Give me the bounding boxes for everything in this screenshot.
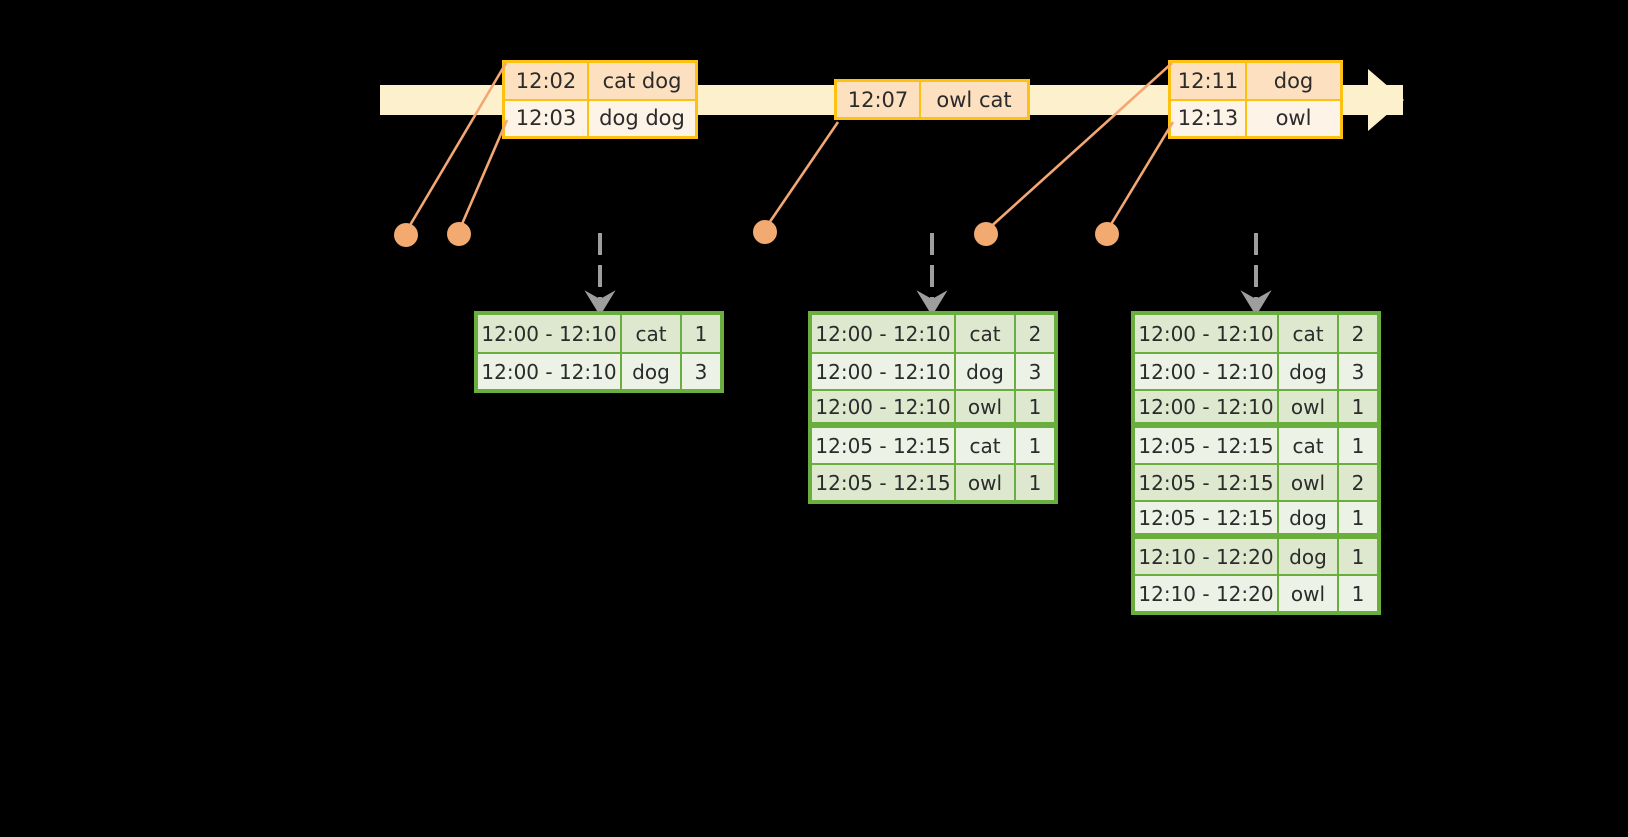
result-table-2: 12:00 - 12:10 cat 2 12:00 - 12:10 dog 3 … (808, 311, 1058, 504)
connector-line (457, 119, 509, 232)
cell-key: owl (956, 465, 1016, 500)
cell-count: 1 (1339, 539, 1377, 574)
event-row: 12:13 owl (1171, 98, 1340, 136)
connector-line (1105, 121, 1175, 232)
result-table-1: 12:00 - 12:10 cat 1 12:00 - 12:10 dog 3 (474, 311, 724, 393)
cell-count: 3 (682, 354, 720, 389)
event-words: owl (1247, 100, 1340, 136)
cell-count: 1 (1339, 428, 1377, 463)
event-box-1: 12:02 cat dog 12:03 dog dog (502, 60, 698, 139)
event-box-3: 12:11 dog 12:13 owl (1168, 60, 1343, 139)
cell-key: owl (1279, 391, 1339, 422)
table-row: 12:05 - 12:15 owl 1 (812, 463, 1054, 500)
cell-key: cat (1279, 428, 1339, 463)
cell-window: 12:00 - 12:10 (812, 391, 956, 422)
event-row: 12:03 dog dog (505, 98, 695, 136)
event-dot (447, 222, 471, 246)
table-row: 12:00 - 12:10 cat 1 (478, 315, 720, 352)
cell-key: owl (956, 391, 1016, 422)
table-row: 12:00 - 12:10 owl 1 (812, 389, 1054, 426)
event-words: dog (1247, 63, 1340, 99)
cell-window: 12:00 - 12:10 (478, 354, 622, 389)
event-box-2: 12:07 owl cat (834, 79, 1030, 120)
event-dot (1095, 222, 1119, 246)
table-row: 12:00 - 12:10 dog 3 (812, 352, 1054, 389)
cell-key: dog (1279, 502, 1339, 533)
cell-count: 2 (1339, 465, 1377, 500)
table-row: 12:10 - 12:20 owl 1 (1135, 574, 1377, 611)
event-time: 12:03 (505, 100, 589, 136)
cell-key: owl (1279, 576, 1339, 611)
table-row: 12:05 - 12:15 cat 1 (812, 426, 1054, 463)
cell-window: 12:05 - 12:15 (1135, 465, 1279, 500)
event-time: 12:13 (1171, 100, 1247, 136)
cell-window: 12:00 - 12:10 (1135, 354, 1279, 389)
cell-count: 3 (1016, 354, 1054, 389)
event-words: dog dog (589, 100, 695, 136)
cell-count: 2 (1016, 315, 1054, 352)
cell-window: 12:05 - 12:15 (1135, 502, 1279, 533)
cell-key: cat (622, 315, 682, 352)
table-row: 12:05 - 12:15 owl 2 (1135, 463, 1377, 500)
cell-count: 1 (1339, 576, 1377, 611)
event-words: cat dog (589, 63, 695, 99)
cell-window: 12:00 - 12:10 (812, 315, 956, 352)
cell-count: 1 (1016, 391, 1054, 422)
cell-key: cat (956, 428, 1016, 463)
event-time: 12:02 (505, 63, 589, 99)
cell-window: 12:10 - 12:20 (1135, 576, 1279, 611)
cell-window: 12:00 - 12:10 (1135, 391, 1279, 422)
cell-window: 12:05 - 12:15 (812, 465, 956, 500)
cell-window: 12:00 - 12:10 (812, 354, 956, 389)
cell-count: 1 (1339, 502, 1377, 533)
cell-window: 12:05 - 12:15 (812, 428, 956, 463)
table-row: 12:00 - 12:10 cat 2 (812, 315, 1054, 352)
cell-window: 12:10 - 12:20 (1135, 539, 1279, 574)
cell-count: 1 (1339, 391, 1377, 422)
table-row: 12:10 - 12:20 dog 1 (1135, 537, 1377, 574)
table-row: 12:05 - 12:15 dog 1 (1135, 500, 1377, 537)
event-time: 12:07 (837, 82, 921, 117)
event-dot (974, 222, 998, 246)
event-row: 12:07 owl cat (837, 82, 1027, 117)
cell-window: 12:00 - 12:10 (1135, 315, 1279, 352)
cell-window: 12:00 - 12:10 (478, 315, 622, 352)
table-row: 12:00 - 12:10 cat 2 (1135, 315, 1377, 352)
cell-count: 1 (1016, 465, 1054, 500)
event-time: 12:11 (1171, 63, 1247, 99)
cell-key: owl (1279, 465, 1339, 500)
table-row: 12:00 - 12:10 dog 3 (478, 352, 720, 389)
connector-line (763, 121, 840, 230)
result-table-3: 12:00 - 12:10 cat 2 12:00 - 12:10 dog 3 … (1131, 311, 1381, 615)
table-row: 12:05 - 12:15 cat 1 (1135, 426, 1377, 463)
event-dot (394, 223, 418, 247)
cell-count: 1 (682, 315, 720, 352)
timeline-arrowhead (1368, 69, 1404, 131)
table-row: 12:00 - 12:10 owl 1 (1135, 389, 1377, 426)
event-row: 12:02 cat dog (505, 63, 695, 99)
cell-key: dog (956, 354, 1016, 389)
cell-key: cat (956, 315, 1016, 352)
cell-count: 3 (1339, 354, 1377, 389)
event-row: 12:11 dog (1171, 63, 1340, 99)
event-words: owl cat (921, 82, 1027, 117)
cell-key: cat (1279, 315, 1339, 352)
cell-count: 1 (1016, 428, 1054, 463)
cell-key: dog (622, 354, 682, 389)
cell-key: dog (1279, 354, 1339, 389)
cell-key: dog (1279, 539, 1339, 574)
cell-count: 2 (1339, 315, 1377, 352)
table-row: 12:00 - 12:10 dog 3 (1135, 352, 1377, 389)
event-dot (753, 220, 777, 244)
cell-window: 12:05 - 12:15 (1135, 428, 1279, 463)
